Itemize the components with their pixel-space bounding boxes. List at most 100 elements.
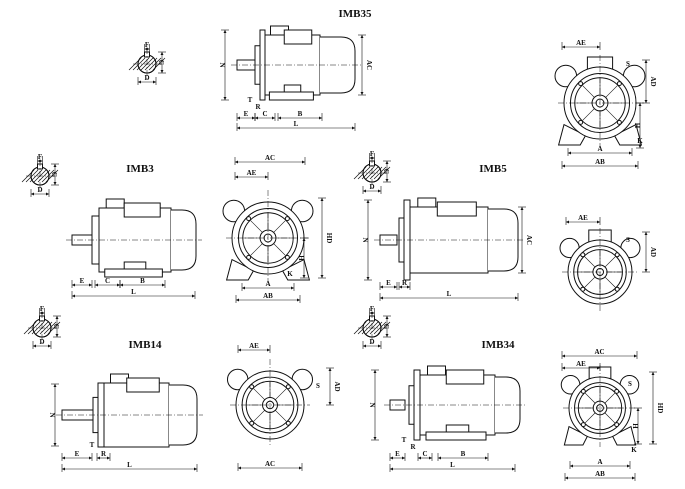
rib-line (274, 409, 287, 422)
dimension-label: D (369, 183, 374, 191)
dimension-label: B (140, 277, 145, 285)
dimension-label: AC (265, 460, 275, 468)
terminal-cap (110, 373, 129, 384)
dimension-label: AE (576, 39, 586, 47)
bolt-hole (580, 422, 586, 428)
dimension-label: AC (265, 154, 275, 162)
dimension-label: E (75, 450, 80, 458)
dimension-label: G (52, 324, 60, 330)
rib-line (604, 85, 618, 99)
dimension-label: D (369, 338, 374, 346)
dimension-label: K (631, 446, 637, 454)
rib-line (274, 388, 287, 401)
terminal-cap (417, 197, 437, 208)
dimension-label: HD (656, 403, 664, 414)
bolt-hole (580, 286, 586, 292)
dimension-label: F (145, 41, 149, 49)
title-imb3: IMB3 (126, 163, 154, 175)
dimension-label: N (48, 412, 56, 417)
bolt-hole (614, 422, 620, 428)
dimension-label: AB (595, 158, 605, 166)
bolt-hole (284, 254, 290, 260)
dimension-label: AB (263, 292, 273, 300)
dimension-label: K (637, 137, 643, 145)
dimension-label: B (461, 450, 466, 458)
terminal-box (123, 202, 161, 218)
rib-line (584, 392, 596, 404)
dimension-label: C (105, 277, 110, 285)
bolt-hole (246, 216, 252, 222)
bolt-hole (580, 388, 586, 394)
terminal-box (283, 29, 313, 45)
dimension-label: A (265, 280, 270, 288)
rib-line (250, 242, 264, 256)
title-imb14: IMB14 (129, 339, 163, 351)
terminal-cap (105, 198, 125, 209)
title-imb5: IMB5 (479, 163, 507, 175)
terminal-box (445, 369, 485, 385)
rib-line (604, 256, 616, 268)
dimension-label: AD (649, 76, 657, 86)
shaft-section-imb5: F G D (353, 150, 391, 194)
dimension-label: AC (525, 235, 533, 245)
foot-pad (445, 424, 470, 433)
dimension-label: R (101, 450, 107, 458)
rib-line (604, 392, 616, 404)
dimension-label: B (298, 110, 303, 118)
dimension-label: L (450, 461, 455, 469)
bolt-hole (578, 81, 584, 87)
dimension-label: AC (365, 60, 373, 70)
dimension-label: T (402, 436, 407, 444)
dimension-label: A (597, 145, 602, 153)
dimension-label: R (402, 279, 408, 287)
dimension-label: G (382, 169, 390, 175)
bolt-hole (616, 81, 622, 87)
dimension-label: AE (249, 342, 259, 350)
rib-line (604, 412, 616, 424)
dimension-label: N (368, 402, 376, 407)
dimension-label: S (628, 380, 632, 388)
rib-line (584, 276, 596, 288)
dimension-label: AD (649, 247, 657, 257)
bolt-hole (614, 286, 620, 292)
dimension-label: L (294, 120, 299, 128)
dimension-label: F (370, 150, 374, 158)
title-imb34: IMB34 (482, 339, 516, 351)
dimension-label: D (39, 338, 44, 346)
dimension-label: G (157, 60, 165, 66)
dimension-label: A (597, 458, 602, 466)
dimension-label: C (262, 110, 267, 118)
dimension-label: S (626, 236, 630, 244)
bolt-hole (285, 384, 291, 390)
shaft-section-imb34: FGD (353, 305, 391, 349)
rib-line (250, 220, 264, 234)
rib-line (253, 388, 266, 401)
terminal-cap (427, 365, 446, 376)
rib-line (584, 412, 596, 424)
bolt-hole (249, 384, 255, 390)
dimension-label: H (633, 123, 641, 129)
dimension-label: D (144, 74, 149, 82)
dimension-label: N (361, 237, 369, 242)
bolt-hole (614, 388, 620, 394)
shaft-section-imb35: F G D (128, 41, 166, 85)
terminal-box (126, 377, 160, 393)
mounting-foot (268, 91, 314, 101)
terminal-box (436, 201, 477, 217)
dimension-label: D (37, 186, 42, 194)
rib-line (604, 276, 616, 288)
bolt-hole (249, 420, 255, 426)
dimension-label: AD (333, 381, 341, 391)
rib-line (272, 242, 286, 256)
bolt-hole (284, 216, 290, 222)
